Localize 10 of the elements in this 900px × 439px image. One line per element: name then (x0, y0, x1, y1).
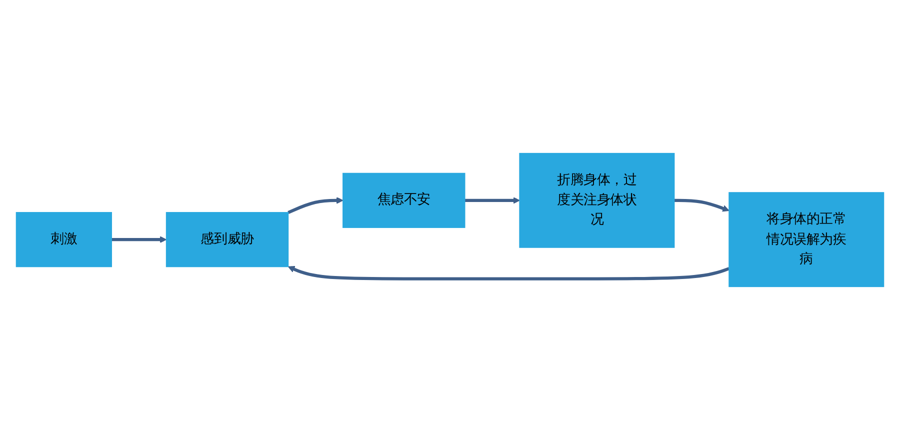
arrow (288, 196, 344, 214)
arrow (674, 198, 730, 212)
node-box: 刺激 (16, 212, 112, 267)
node-box: 感到威胁 (166, 212, 289, 267)
node-box: 焦虑不安 (342, 172, 466, 228)
arrow (288, 266, 730, 280)
arrow (464, 196, 520, 204)
node-box: 折腾身体，过度关注身体状况 (519, 152, 675, 248)
node-box: 将身体的正常情况误解为疾病 (728, 192, 884, 287)
arrow (112, 236, 167, 243)
